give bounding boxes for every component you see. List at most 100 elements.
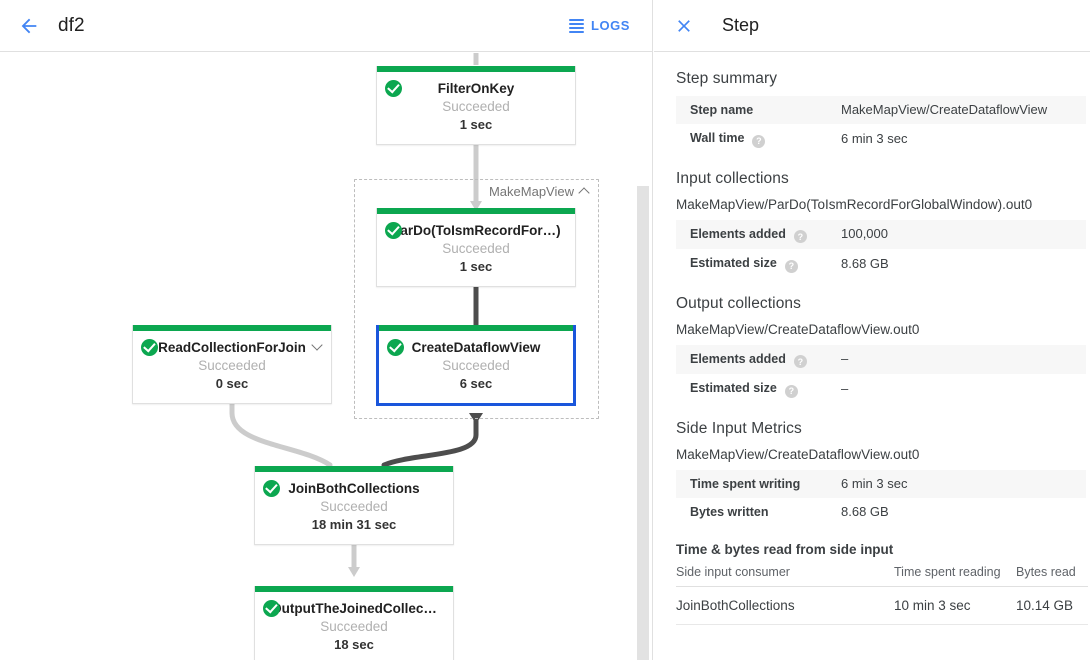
- node-status-bar: [255, 586, 453, 592]
- help-icon[interactable]: ?: [793, 230, 807, 243]
- table-row: JoinBothCollections 10 min 3 sec 10.14 G…: [676, 586, 1088, 625]
- subheading-time-bytes-read: Time & bytes read from side input: [676, 541, 894, 557]
- close-icon[interactable]: [672, 14, 696, 38]
- node-status-bar: [377, 66, 575, 72]
- column-header-time-spent-reading: Time spent reading: [894, 558, 1016, 587]
- cell-bytes-read: 10.14 GB: [1016, 586, 1088, 625]
- graph-node-readcollectionforjoin[interactable]: ReadCollectionForJoin Succeeded 0 sec: [132, 325, 332, 404]
- node-title: OutputTheJoinedCollec…: [271, 601, 437, 616]
- table-row: Elements added? –: [676, 344, 1086, 374]
- node-title: CreateDataflowView: [411, 340, 541, 355]
- output-collections-table: Elements added? – Estimated size? –: [676, 344, 1086, 404]
- node-time: 1 sec: [459, 117, 493, 132]
- row-key-text: Estimated size: [690, 256, 777, 270]
- check-circle-icon: [387, 339, 404, 356]
- node-status-bar: [255, 466, 453, 472]
- graph-node-joinbothcollections[interactable]: JoinBothCollections Succeeded 18 min 31 …: [254, 466, 454, 545]
- table-row: Wall time? 6 min 3 sec: [676, 124, 1086, 154]
- step-panel-header: Step: [654, 0, 1090, 52]
- node-title: ReadCollectionForJoin: [158, 340, 306, 355]
- row-value: 100,000: [841, 226, 888, 242]
- row-value: –: [841, 351, 849, 367]
- table-row: Estimated size? 8.68 GB: [676, 249, 1086, 279]
- row-key: Estimated size?: [676, 249, 841, 279]
- step-panel-title: Step: [722, 15, 760, 35]
- step-details-pane: Step Step summary Step name MakeMapView/…: [654, 0, 1090, 660]
- step-panel-body: Step summary Step name MakeMapView/Creat…: [654, 52, 1090, 625]
- graph-node-pardo[interactable]: ParDo(ToIsmRecordFor…) Succeeded 1 sec: [376, 208, 576, 287]
- table-row: Step name MakeMapView/CreateDataflowView: [676, 96, 1086, 124]
- row-key: Time spent writing: [690, 476, 801, 491]
- cell-time-spent-reading: 10 min 3 sec: [894, 586, 1016, 625]
- back-arrow-icon[interactable]: [16, 13, 42, 39]
- help-icon[interactable]: ?: [784, 259, 798, 273]
- row-value: –: [841, 380, 849, 396]
- help-icon[interactable]: ?: [752, 134, 766, 148]
- check-circle-icon: [263, 480, 280, 497]
- logs-button-label: LOGS: [590, 18, 630, 33]
- column-header-bytes-read: Bytes read: [1016, 558, 1088, 587]
- section-heading-side-input-metrics: Side Input Metrics: [676, 419, 802, 437]
- table-row: Time spent writing 6 min 3 sec: [676, 469, 1086, 498]
- row-key: Wall time?: [676, 124, 841, 154]
- node-status: Succeeded: [442, 99, 510, 114]
- side-input-collection-name: MakeMapView/CreateDataflowView.out0: [676, 446, 920, 462]
- group-label-text: MakeMapView: [488, 184, 574, 199]
- chevron-down-icon[interactable]: [313, 341, 323, 351]
- node-status: Succeeded: [320, 499, 388, 514]
- row-key: Elements added?: [676, 220, 841, 250]
- node-time: 1 sec: [459, 259, 493, 274]
- logs-button[interactable]: LOGS: [563, 14, 636, 37]
- help-icon[interactable]: ?: [793, 355, 807, 368]
- job-graph-canvas[interactable]: MakeMapView FilterOnKey Succeeded 1 sec: [0, 53, 652, 660]
- row-key-text: Wall time: [690, 131, 745, 145]
- node-status-bar: [377, 208, 575, 214]
- check-circle-icon: [385, 80, 402, 97]
- input-collections-table: Elements added? 100,000 Estimated size? …: [676, 219, 1086, 279]
- output-collection-name: MakeMapView/CreateDataflowView.out0: [676, 321, 920, 337]
- job-graph-pane: df2 LOGS: [0, 0, 653, 660]
- node-time: 18 min 31 sec: [311, 517, 397, 532]
- node-title: JoinBothCollections: [288, 481, 420, 496]
- check-circle-icon: [263, 600, 280, 617]
- row-key-text: Estimated size: [690, 381, 777, 395]
- table-row: Elements added? 100,000: [676, 219, 1086, 250]
- side-input-consumers-table: Side input consumer Time spent reading B…: [676, 558, 1088, 625]
- column-header-side-input-consumer: Side input consumer: [676, 558, 894, 587]
- section-heading-input-collections: Input collections: [676, 169, 789, 187]
- row-value: 8.68 GB: [841, 255, 889, 271]
- node-status: Succeeded: [442, 358, 510, 373]
- section-heading-step-summary: Step summary: [676, 70, 778, 87]
- help-icon[interactable]: ?: [784, 384, 798, 398]
- graph-node-filteronkey[interactable]: FilterOnKey Succeeded 1 sec: [376, 66, 576, 145]
- row-key: Bytes written: [690, 504, 769, 519]
- page-title: df2: [58, 14, 85, 36]
- cell-side-input-consumer: JoinBothCollections: [676, 586, 894, 625]
- node-status: Succeeded: [442, 241, 510, 256]
- job-header: df2 LOGS: [0, 0, 652, 52]
- table-row: Estimated size? –: [676, 374, 1086, 404]
- graph-node-createdataflowview[interactable]: CreateDataflowView Succeeded 6 sec: [376, 325, 576, 406]
- input-collection-name: MakeMapView/ParDo(ToIsmRecordForGlobalWi…: [676, 196, 1033, 212]
- row-key-text: Elements added: [690, 226, 786, 241]
- row-value: MakeMapView/CreateDataflowView: [841, 102, 1048, 117]
- graph-node-outputthejoinedcollection[interactable]: OutputTheJoinedCollec… Succeeded 18 sec: [254, 586, 454, 660]
- step-summary-table: Step name MakeMapView/CreateDataflowView…: [676, 96, 1086, 154]
- node-status-bar: [379, 325, 573, 331]
- row-value: 8.68 GB: [841, 503, 889, 519]
- group-box-makemapview: MakeMapView: [354, 179, 599, 419]
- chevron-up-icon: [580, 187, 590, 197]
- row-key: Step name: [676, 96, 841, 124]
- group-collapse-toggle[interactable]: MakeMapView: [489, 184, 590, 199]
- node-time: 6 sec: [459, 376, 493, 391]
- node-time: 18 sec: [334, 637, 374, 652]
- node-title: FilterOnKey: [437, 81, 515, 96]
- row-value: 6 min 3 sec: [841, 475, 908, 491]
- node-status: Succeeded: [198, 358, 266, 373]
- row-key: Estimated size?: [676, 374, 841, 404]
- node-status: Succeeded: [320, 619, 388, 634]
- graph-vertical-scrollbar[interactable]: [637, 186, 649, 660]
- table-row: Bytes written 8.68 GB: [676, 498, 1086, 526]
- row-key-text: Step name: [690, 103, 754, 117]
